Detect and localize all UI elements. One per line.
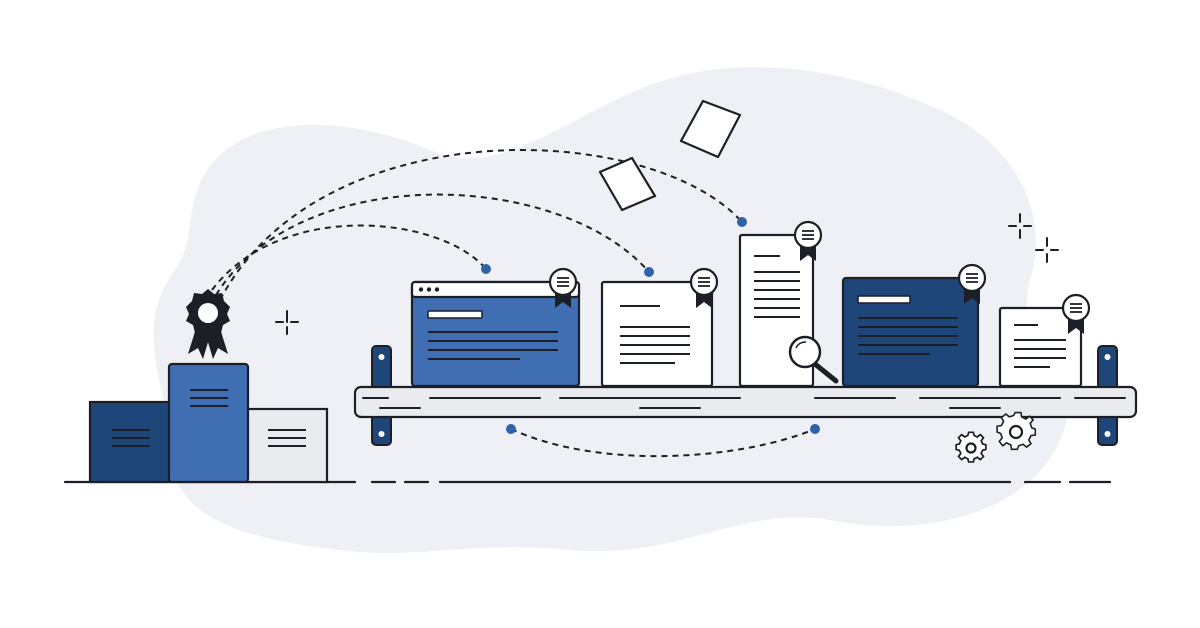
podium bbox=[88, 362, 329, 484]
conveyor-belt bbox=[353, 345, 1138, 446]
connection-dots bbox=[481, 217, 820, 434]
podium-center bbox=[167, 362, 250, 484]
document-paper-2 bbox=[600, 267, 719, 388]
sparkle-icon bbox=[1035, 237, 1059, 263]
sparkle-icon bbox=[275, 310, 299, 335]
sparkle-icon bbox=[1008, 213, 1032, 239]
flying-paper-2 bbox=[679, 99, 742, 159]
connection-arcs bbox=[211, 149, 816, 458]
gears-icon bbox=[955, 411, 1037, 463]
award-ribbon-icon bbox=[186, 289, 230, 359]
podium-left bbox=[88, 400, 172, 484]
document-dark-card bbox=[841, 263, 987, 388]
document-paper-small bbox=[998, 293, 1091, 388]
document-browser-window bbox=[410, 267, 581, 388]
flying-paper-1 bbox=[598, 156, 657, 212]
magnifying-glass-icon bbox=[788, 335, 839, 384]
